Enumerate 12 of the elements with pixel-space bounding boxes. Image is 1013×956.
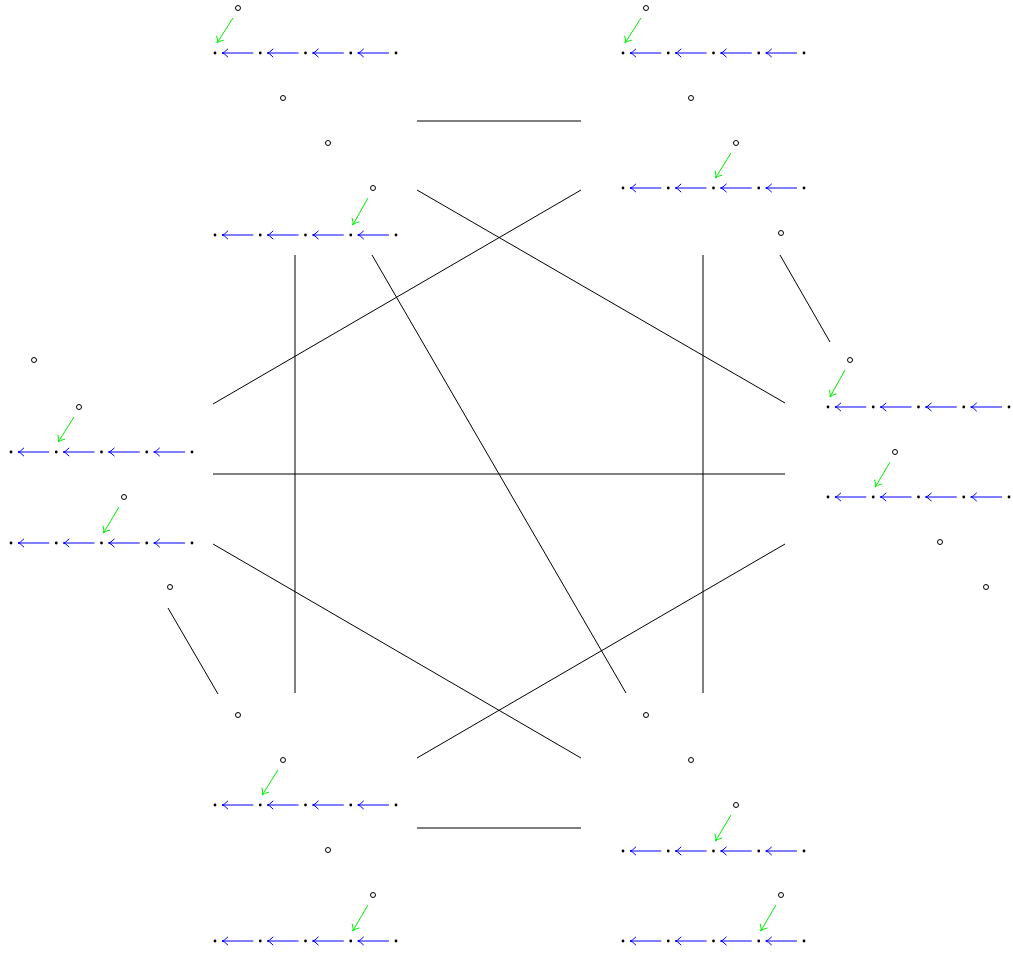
connector-line — [416, 543, 786, 759]
connector-line — [779, 254, 831, 343]
connector-line — [294, 254, 296, 694]
connector-line — [416, 827, 582, 829]
connector-line — [167, 607, 219, 695]
connector-line — [702, 254, 704, 694]
connector-line — [212, 543, 582, 759]
connector-line — [212, 473, 786, 475]
connector-line — [416, 189, 786, 404]
connector-line — [416, 120, 582, 122]
connector-line — [371, 254, 627, 694]
connector-line — [212, 189, 582, 405]
